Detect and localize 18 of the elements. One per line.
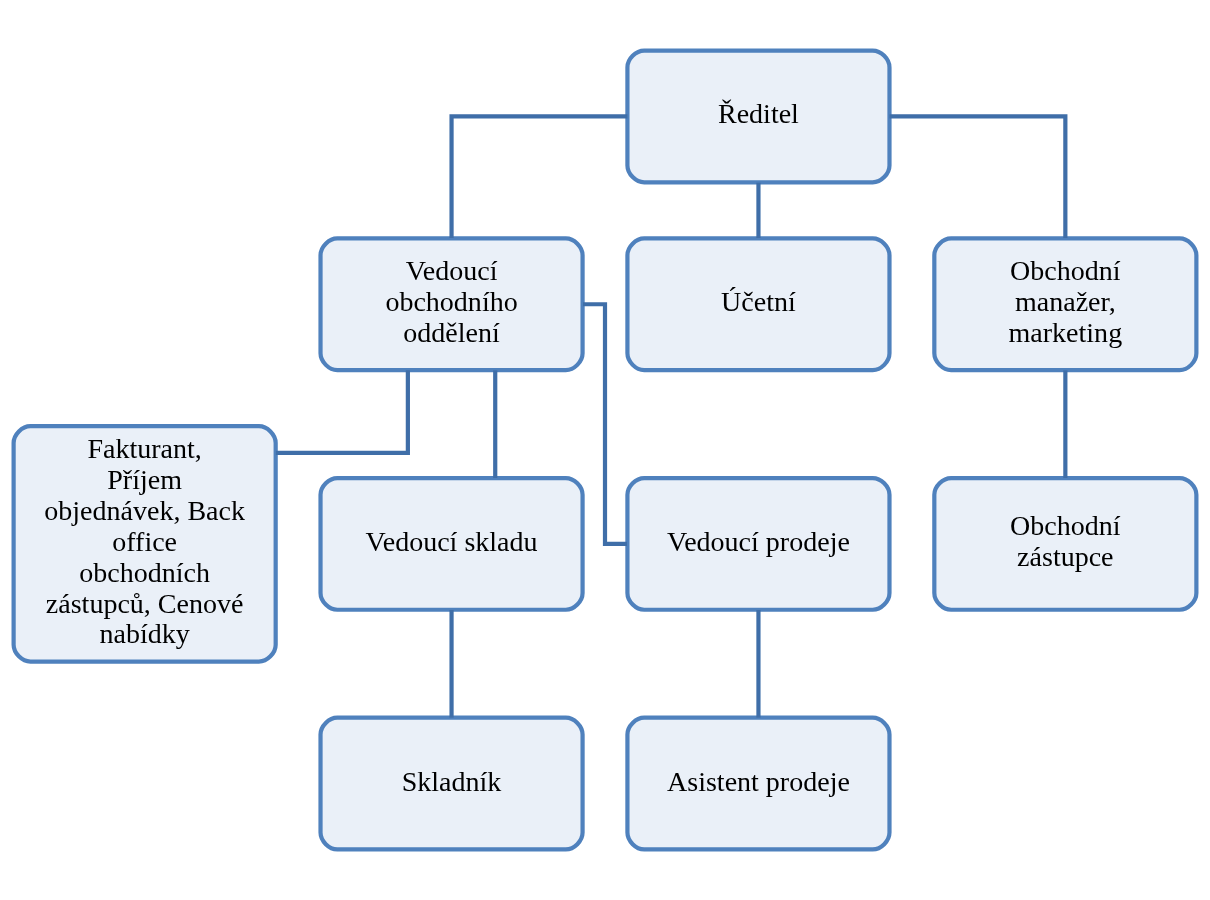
node-box: Účetní bbox=[625, 236, 892, 373]
connector bbox=[889, 114, 1068, 239]
node-box: Asistent prodeje bbox=[625, 715, 892, 852]
node-box: Obchodní manažer, marketing bbox=[932, 236, 1199, 373]
node-box: Vedoucí skladu bbox=[318, 475, 585, 612]
node-box: Skladník bbox=[318, 715, 585, 852]
connector bbox=[493, 370, 498, 478]
connector bbox=[1063, 370, 1068, 478]
connector bbox=[756, 182, 761, 238]
node-box: Obchodní zástupce bbox=[932, 475, 1199, 612]
connector bbox=[449, 610, 454, 718]
node-box: Vedoucí obchodního oddělení bbox=[318, 236, 585, 373]
connector bbox=[756, 610, 761, 718]
connector bbox=[275, 370, 410, 455]
node-box: Vedoucí prodeje bbox=[625, 475, 892, 612]
node-box: Ředitel bbox=[625, 48, 892, 185]
node-box: Fakturant, Příjem objednávek, Back office obchodních zástupců, Cenové nabídky bbox=[11, 424, 278, 664]
connector bbox=[449, 114, 628, 239]
